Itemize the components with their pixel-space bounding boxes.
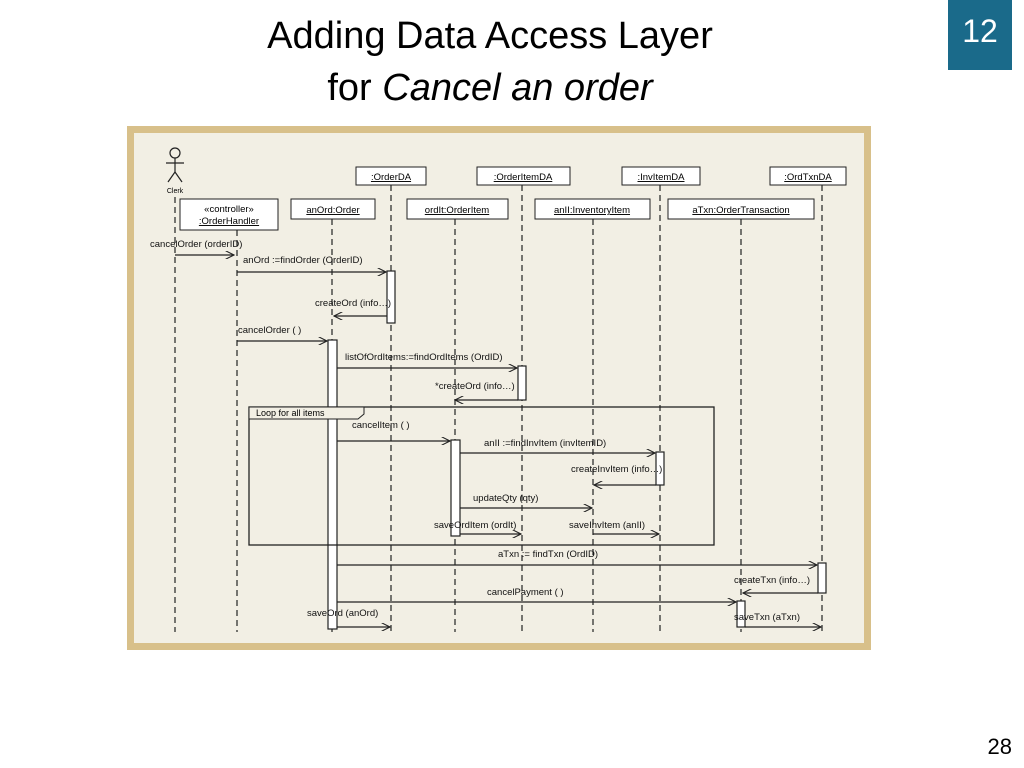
msg-save-ord-item: saveOrdItem (ordIt)	[434, 520, 516, 531]
msg-cancel-item: cancelItem ( )	[352, 420, 410, 431]
lifelines	[174, 185, 823, 632]
orderitemda-label: :OrderItemDA	[494, 172, 553, 183]
msg-create-txn: createTxn (info…)	[734, 575, 810, 586]
diagram-canvas: Clerk :OrderDA :OrderItemDA :InvItemDA :…	[134, 133, 864, 643]
msg-update-qty: updateQty (qty)	[473, 493, 538, 504]
loop-tag	[248, 406, 365, 420]
orderhandler-label: :OrderHandler	[199, 216, 259, 227]
loop-label: Loop for all items	[256, 408, 325, 418]
msg-save-ord: saveOrd (anOrd)	[307, 608, 378, 619]
slide-title-line-1: Adding Data Access Layer	[267, 15, 713, 57]
loop-fragment	[248, 406, 715, 546]
msg-save-inv-item: saveInvItem (anII)	[569, 520, 645, 531]
invitemda-box	[621, 166, 701, 186]
ordtxnda-label: :OrdTxnDA	[784, 172, 832, 183]
slide-title-line-2: for Cancel an order	[180, 66, 800, 110]
msg-cancel-order-id: cancelOrder (orderID)	[150, 239, 242, 250]
title-italic: Cancel an order	[382, 67, 653, 109]
clerk-actor-icon	[166, 147, 184, 183]
orderitemda-box	[476, 166, 571, 186]
msg-cancel-order: cancelOrder ( )	[238, 325, 301, 336]
actor-label: Clerk	[167, 188, 184, 195]
msg-create-inv-item: createInvItem (info…)	[571, 464, 662, 475]
anord-box	[290, 198, 376, 220]
activation-bars	[327, 270, 827, 630]
msg-find-order: anOrd :=findOrder (OrderID)	[243, 255, 363, 266]
controller-stereotype: «controller»	[204, 204, 254, 215]
orderda-label: :OrderDA	[371, 172, 412, 183]
msg-find-ord-items: listOfOrdItems:=findOrdItems (OrdID)	[345, 352, 503, 363]
message-arrows	[175, 255, 821, 627]
msg-find-txn: aTxn := findTxn (OrdID)	[498, 549, 598, 560]
page-number: 28	[987, 734, 1012, 759]
msg-create-ord-multi: *createOrd (info…)	[435, 381, 515, 392]
ordit-box	[406, 198, 509, 220]
anord-label: anOrd:Order	[306, 205, 359, 216]
anii-label: anII:InventoryItem	[554, 205, 630, 216]
orderhandler-box	[179, 198, 279, 231]
ordit-label: ordIt:OrderItem	[425, 205, 489, 216]
msg-create-ord: createOrd (info…)	[315, 298, 391, 309]
msg-save-txn: saveTxn (aTxn)	[734, 612, 800, 623]
sequence-diagram: Clerk :OrderDA :OrderItemDA :InvItemDA :…	[150, 147, 847, 632]
title-prefix: for	[327, 67, 372, 109]
msg-find-inv-item: anII :=findInvItem (invItemID)	[484, 438, 606, 449]
msg-cancel-payment: cancelPayment ( )	[487, 587, 564, 598]
slide-badge: 12	[948, 0, 1012, 70]
atxn-label: aTxn:OrderTransaction	[692, 205, 789, 216]
invitemda-label: :InvItemDA	[638, 172, 686, 183]
ordtxnda-box	[769, 166, 847, 186]
diagram-frame: Clerk :OrderDA :OrderItemDA :InvItemDA :…	[127, 126, 871, 650]
